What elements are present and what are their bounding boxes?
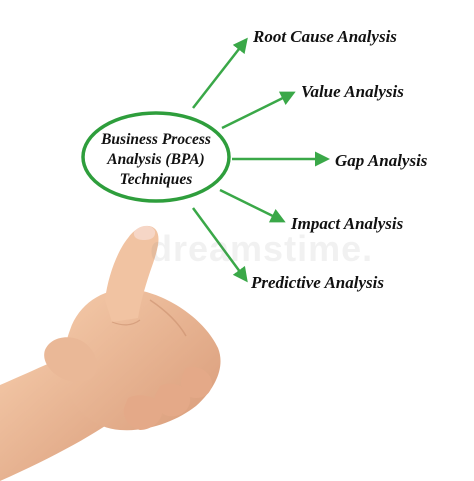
branch-gap-analysis: Gap Analysis xyxy=(335,151,428,170)
center-label-line-1: Business Process xyxy=(101,131,211,148)
arrow-predictive xyxy=(191,207,248,283)
watermark-text: dreamstime. xyxy=(150,228,374,269)
arrow-root-cause xyxy=(192,37,248,109)
branch-impact-analysis: Impact Analysis xyxy=(291,214,404,233)
center-label-line-2: Analysis (BPA) xyxy=(107,151,205,168)
pointing-hand-illustration xyxy=(0,225,221,481)
arrow-value xyxy=(221,91,296,130)
center-ellipse xyxy=(81,111,231,203)
branch-predictive-analysis: Predictive Analysis xyxy=(251,273,384,292)
arrow-impact xyxy=(219,188,286,223)
center-node-label: Business Process Analysis (BPA) Techniqu… xyxy=(76,130,236,190)
branch-root-cause-analysis: Root Cause Analysis xyxy=(253,27,397,46)
center-label-line-3: Techniques xyxy=(119,171,193,188)
branch-value-analysis: Value Analysis xyxy=(301,82,404,101)
